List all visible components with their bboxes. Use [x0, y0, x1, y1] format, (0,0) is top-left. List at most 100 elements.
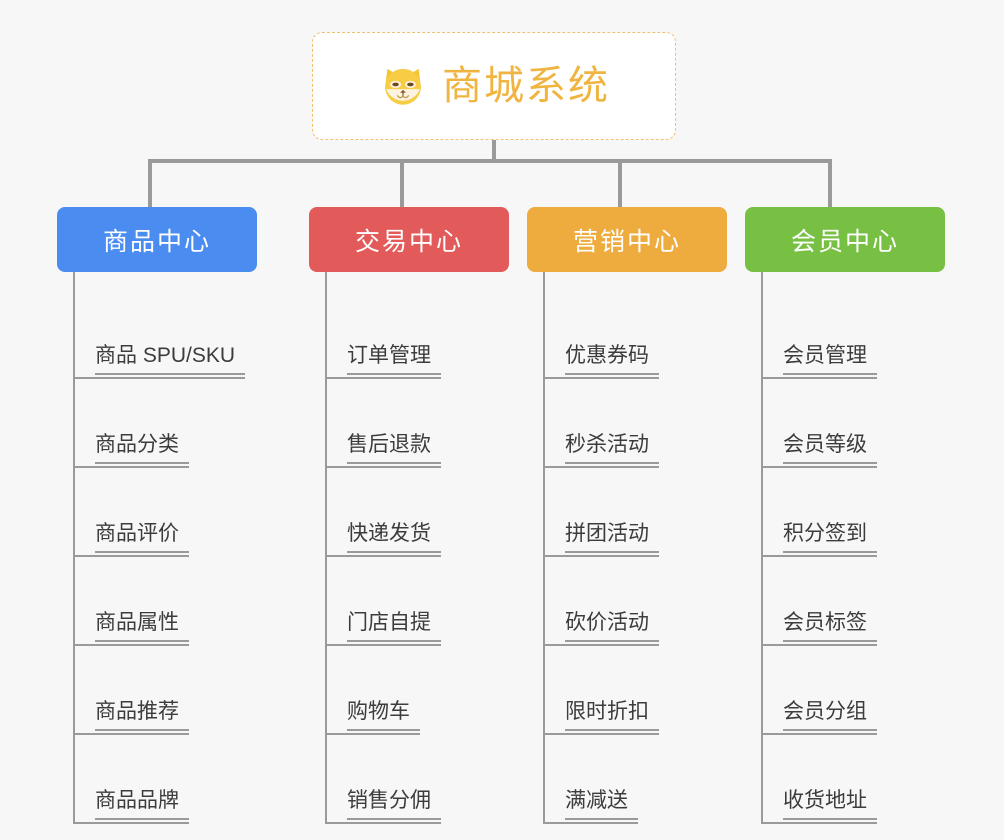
category-header-4[interactable]: 会员中心 [745, 207, 945, 272]
leaf-item[interactable]: 商品分类 [73, 379, 257, 468]
leaf-label: 售后退款 [347, 433, 441, 464]
leaf-label: 满减送 [565, 789, 638, 820]
leaf-rule [325, 466, 441, 468]
category-header-label: 营销中心 [572, 227, 681, 256]
leaf-item[interactable]: 会员标签 [761, 557, 945, 646]
branch-spine [761, 272, 763, 824]
leaf-rule [543, 466, 659, 468]
category-branch-2: 订单管理 售后退款 快递发货 门店自提 购物车 销售分佣 [325, 272, 509, 824]
category-header-1[interactable]: 商品中心 [57, 207, 257, 272]
leaf-item[interactable]: 积分签到 [761, 468, 945, 557]
leaf-label: 秒杀活动 [565, 433, 659, 464]
leaf-label: 购物车 [347, 700, 420, 731]
leaf-item[interactable]: 商品评价 [73, 468, 257, 557]
category-branch-1: 商品 SPU/SKU 商品分类 商品评价 商品属性 商品推荐 商品品牌 [73, 272, 257, 824]
leaf-rule [325, 377, 441, 379]
category-header-label: 会员中心 [790, 227, 899, 256]
leaf-item[interactable]: 售后退款 [325, 379, 509, 468]
leaf-label: 收货地址 [783, 789, 877, 820]
leaf-label: 商品推荐 [95, 700, 189, 731]
leaf-label: 会员标签 [783, 611, 877, 642]
category-header-label: 商品中心 [102, 227, 211, 256]
leaf-rule [761, 644, 877, 646]
leaf-rule [325, 733, 420, 735]
leaf-item[interactable]: 收货地址 [761, 735, 945, 824]
leaf-rule [73, 733, 189, 735]
category-column-4: 会员中心 会员管理 会员等级 积分签到 会员标签 会员分组 [745, 207, 945, 824]
leaf-item[interactable]: 商品 SPU/SKU [73, 290, 257, 379]
leaf-rule [73, 555, 189, 557]
leaf-label: 商品品牌 [95, 789, 189, 820]
leaf-item[interactable]: 秒杀活动 [543, 379, 727, 468]
connector-drop-2 [400, 159, 404, 207]
leaf-rule [543, 733, 659, 735]
leaf-rule [761, 733, 877, 735]
connector-root-stem [492, 140, 496, 162]
root-node[interactable]: 商城系统 [312, 32, 676, 140]
category-column-3: 营销中心 优惠券码 秒杀活动 拼团活动 砍价活动 限时折扣 [527, 207, 727, 824]
leaf-item[interactable]: 会员管理 [761, 290, 945, 379]
leaf-label: 订单管理 [347, 344, 441, 375]
root-title: 商城系统 [442, 64, 610, 108]
category-branch-3: 优惠券码 秒杀活动 拼团活动 砍价活动 限时折扣 满减送 [543, 272, 727, 824]
leaf-rule [543, 377, 659, 379]
connector-drop-4 [828, 159, 832, 207]
leaf-item[interactable]: 满减送 [543, 735, 727, 824]
leaf-rule [761, 377, 877, 379]
leaf-rule [73, 822, 189, 824]
leaf-item[interactable]: 门店自提 [325, 557, 509, 646]
leaf-label: 会员等级 [783, 433, 877, 464]
leaf-rule [543, 555, 659, 557]
category-header-2[interactable]: 交易中心 [309, 207, 509, 272]
leaf-label: 砍价活动 [565, 611, 659, 642]
leaf-label: 门店自提 [347, 611, 441, 642]
leaf-label: 积分签到 [783, 522, 877, 553]
leaf-item[interactable]: 砍价活动 [543, 557, 727, 646]
leaf-item[interactable]: 商品品牌 [73, 735, 257, 824]
leaf-item[interactable]: 销售分佣 [325, 735, 509, 824]
leaf-label: 快递发货 [347, 522, 441, 553]
leaf-item[interactable]: 购物车 [325, 646, 509, 735]
connector-horizontal-bar [148, 159, 832, 163]
leaf-item[interactable]: 订单管理 [325, 290, 509, 379]
leaf-rule [543, 644, 659, 646]
category-header-3[interactable]: 营销中心 [527, 207, 727, 272]
leaf-rule [761, 466, 877, 468]
category-column-2: 交易中心 订单管理 售后退款 快递发货 门店自提 购物车 [309, 207, 509, 824]
leaf-item[interactable]: 快递发货 [325, 468, 509, 557]
leaf-rule [543, 822, 638, 824]
leaf-item[interactable]: 优惠券码 [543, 290, 727, 379]
branch-spine [325, 272, 327, 824]
leaf-item[interactable]: 会员等级 [761, 379, 945, 468]
connector-drop-1 [148, 159, 152, 207]
leaf-item[interactable]: 商品推荐 [73, 646, 257, 735]
leaf-item[interactable]: 限时折扣 [543, 646, 727, 735]
leaf-label: 会员分组 [783, 700, 877, 731]
leaf-rule [73, 377, 245, 379]
connector-drop-3 [618, 159, 622, 207]
category-column-1: 商品中心 商品 SPU/SKU 商品分类 商品评价 商品属性 商品推荐 [57, 207, 257, 824]
leaf-label: 商品评价 [95, 522, 189, 553]
leaf-rule [761, 822, 877, 824]
category-branch-4: 会员管理 会员等级 积分签到 会员标签 会员分组 收货地址 [761, 272, 945, 824]
leaf-label: 拼团活动 [565, 522, 659, 553]
leaf-rule [73, 466, 189, 468]
leaf-rule [73, 644, 189, 646]
leaf-item[interactable]: 商品属性 [73, 557, 257, 646]
shiba-dog-face-icon [385, 68, 421, 105]
leaf-rule [761, 555, 877, 557]
branch-spine [543, 272, 545, 824]
leaf-label: 商品分类 [95, 433, 189, 464]
leaf-rule [325, 644, 441, 646]
leaf-rule [325, 555, 441, 557]
leaf-label: 商品属性 [95, 611, 189, 642]
leaf-item[interactable]: 会员分组 [761, 646, 945, 735]
branch-spine [73, 272, 75, 824]
leaf-label: 商品 SPU/SKU [95, 344, 246, 375]
leaf-label: 销售分佣 [347, 789, 441, 820]
leaf-label: 会员管理 [783, 344, 877, 375]
category-header-label: 交易中心 [354, 227, 463, 256]
leaf-label: 优惠券码 [565, 344, 659, 375]
leaf-item[interactable]: 拼团活动 [543, 468, 727, 557]
